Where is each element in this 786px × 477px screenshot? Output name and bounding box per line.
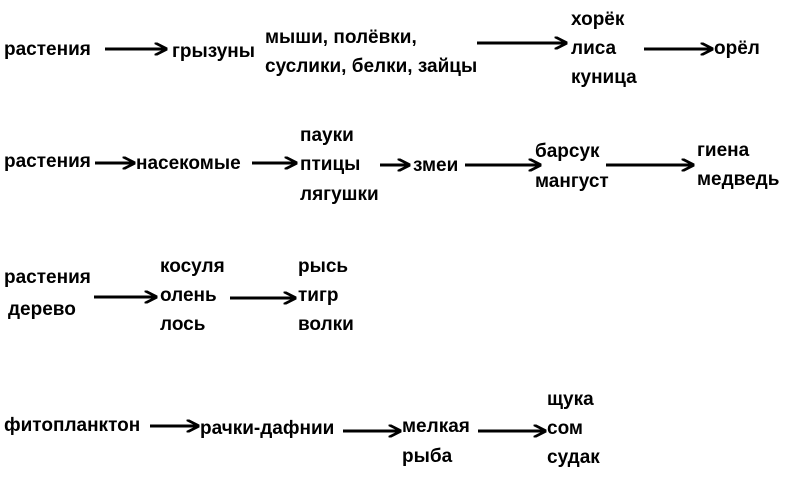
chain4-node4-line3: судак bbox=[547, 447, 600, 468]
chain3-node2-line3: лось bbox=[160, 314, 206, 335]
chain2-node5-line2: мангуст bbox=[535, 171, 609, 192]
chain3-node3-line1: рысь bbox=[298, 256, 349, 277]
chain1-node4-line2: лиса bbox=[571, 38, 617, 59]
chain2-node1-line1: растения bbox=[4, 151, 91, 172]
chain4-node3-line1: мелкая bbox=[402, 416, 470, 437]
chain1-node3-line2: суслики, белки, зайцы bbox=[265, 56, 478, 77]
chain1-node1-line1: растения bbox=[4, 39, 91, 60]
chain4-node3-line2: рыба bbox=[402, 446, 453, 467]
chain4-node4-line1: щука bbox=[547, 389, 594, 410]
chain2-node6-line1: гиена bbox=[697, 140, 750, 161]
chain3-node3-line3: волки bbox=[298, 314, 354, 335]
chain1-node4-line1: хорёк bbox=[571, 9, 625, 30]
chain2-node3-line2: птицы bbox=[300, 154, 361, 175]
chain1-node2-line1: грызуны bbox=[172, 41, 255, 62]
chain2-node2-line1: насекомые bbox=[136, 153, 241, 174]
chain4-node4-line2: сом bbox=[547, 418, 583, 439]
chain1-node5-line1: орёл bbox=[714, 38, 760, 59]
chain3-node3-line2: тигр bbox=[298, 285, 339, 306]
chain3-node2-line2: олень bbox=[160, 285, 217, 306]
chain2-node6-line2: медведь bbox=[697, 169, 780, 190]
chain3-node1-line1: растения bbox=[4, 267, 91, 288]
chain3-node2-line1: косуля bbox=[160, 256, 225, 277]
chain2-node3-line1: пауки bbox=[300, 125, 354, 146]
chain4-node2-line1: рачки-дафнии bbox=[200, 418, 335, 439]
chain1-node3-line1: мыши, полёвки, bbox=[265, 27, 417, 48]
chain3-node1-line2: дерево bbox=[8, 299, 76, 320]
chain2-node5-line1: барсук bbox=[535, 141, 600, 162]
chain4-node1-line1: фитопланктон bbox=[4, 415, 141, 436]
chain1-node4-line3: куница bbox=[571, 67, 637, 88]
chain2-node4-line1: змеи bbox=[413, 155, 459, 176]
chain2-node3-line3: лягушки bbox=[300, 184, 379, 205]
